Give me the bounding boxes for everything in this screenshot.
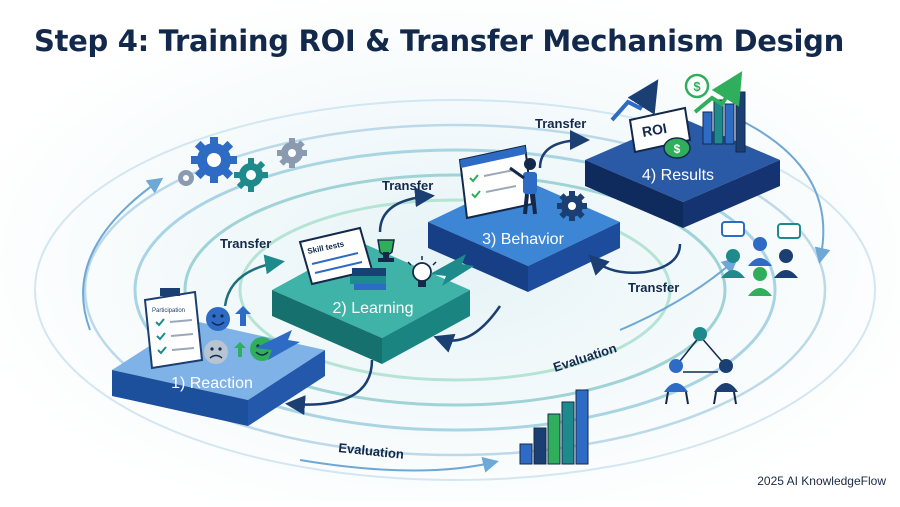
page-title: Step 4: Training ROI & Transfer Mechanis… xyxy=(34,24,844,58)
badge-dollar-text: $ xyxy=(693,79,701,94)
person-presenting-icon xyxy=(509,158,537,215)
transfer-label-2: Transfer xyxy=(382,178,433,193)
trend-up-arrow-icon xyxy=(610,71,743,122)
flow-arrows xyxy=(255,254,474,360)
orbit-rings xyxy=(34,99,876,481)
clipboard-text: Participation xyxy=(152,308,185,314)
stage-1-label: 1) Reaction xyxy=(171,375,253,392)
team-discussion-icon xyxy=(721,221,801,296)
clipboard-icon: Participation xyxy=(143,288,204,370)
footer-credit: 2025 AI KnowledgeFlow xyxy=(757,474,886,488)
transfer-label-1: Transfer xyxy=(220,236,271,251)
people-network-icon xyxy=(664,327,738,405)
evaluation-label-2: Evaluation xyxy=(338,440,405,462)
lightbulb-icon xyxy=(407,256,437,287)
transfer-arrows xyxy=(223,130,682,416)
coin-dollar-text: $ xyxy=(674,142,681,156)
transfer-label-3: Transfer xyxy=(535,116,586,131)
stage-2-label: 2) Learning xyxy=(333,300,414,317)
coin-icon: $ xyxy=(663,137,691,159)
evaluation-bar-chart-icon xyxy=(519,389,589,465)
roi-text: ROI xyxy=(641,120,668,140)
smiley-sad-icon xyxy=(204,340,228,364)
checklist-screen-icon xyxy=(458,144,534,220)
stage-4-label: 4) Results xyxy=(642,167,714,184)
trophy-icon xyxy=(377,239,395,262)
books-icon xyxy=(350,268,386,290)
smiley-happy-icon xyxy=(206,307,230,331)
transfer-label-4: Transfer xyxy=(628,280,679,295)
gear-icon xyxy=(557,191,587,221)
stage-3-label: 3) Behavior xyxy=(482,231,564,248)
up-arrow-icon xyxy=(234,306,251,357)
dollar-badge-icon: $ xyxy=(684,73,710,99)
